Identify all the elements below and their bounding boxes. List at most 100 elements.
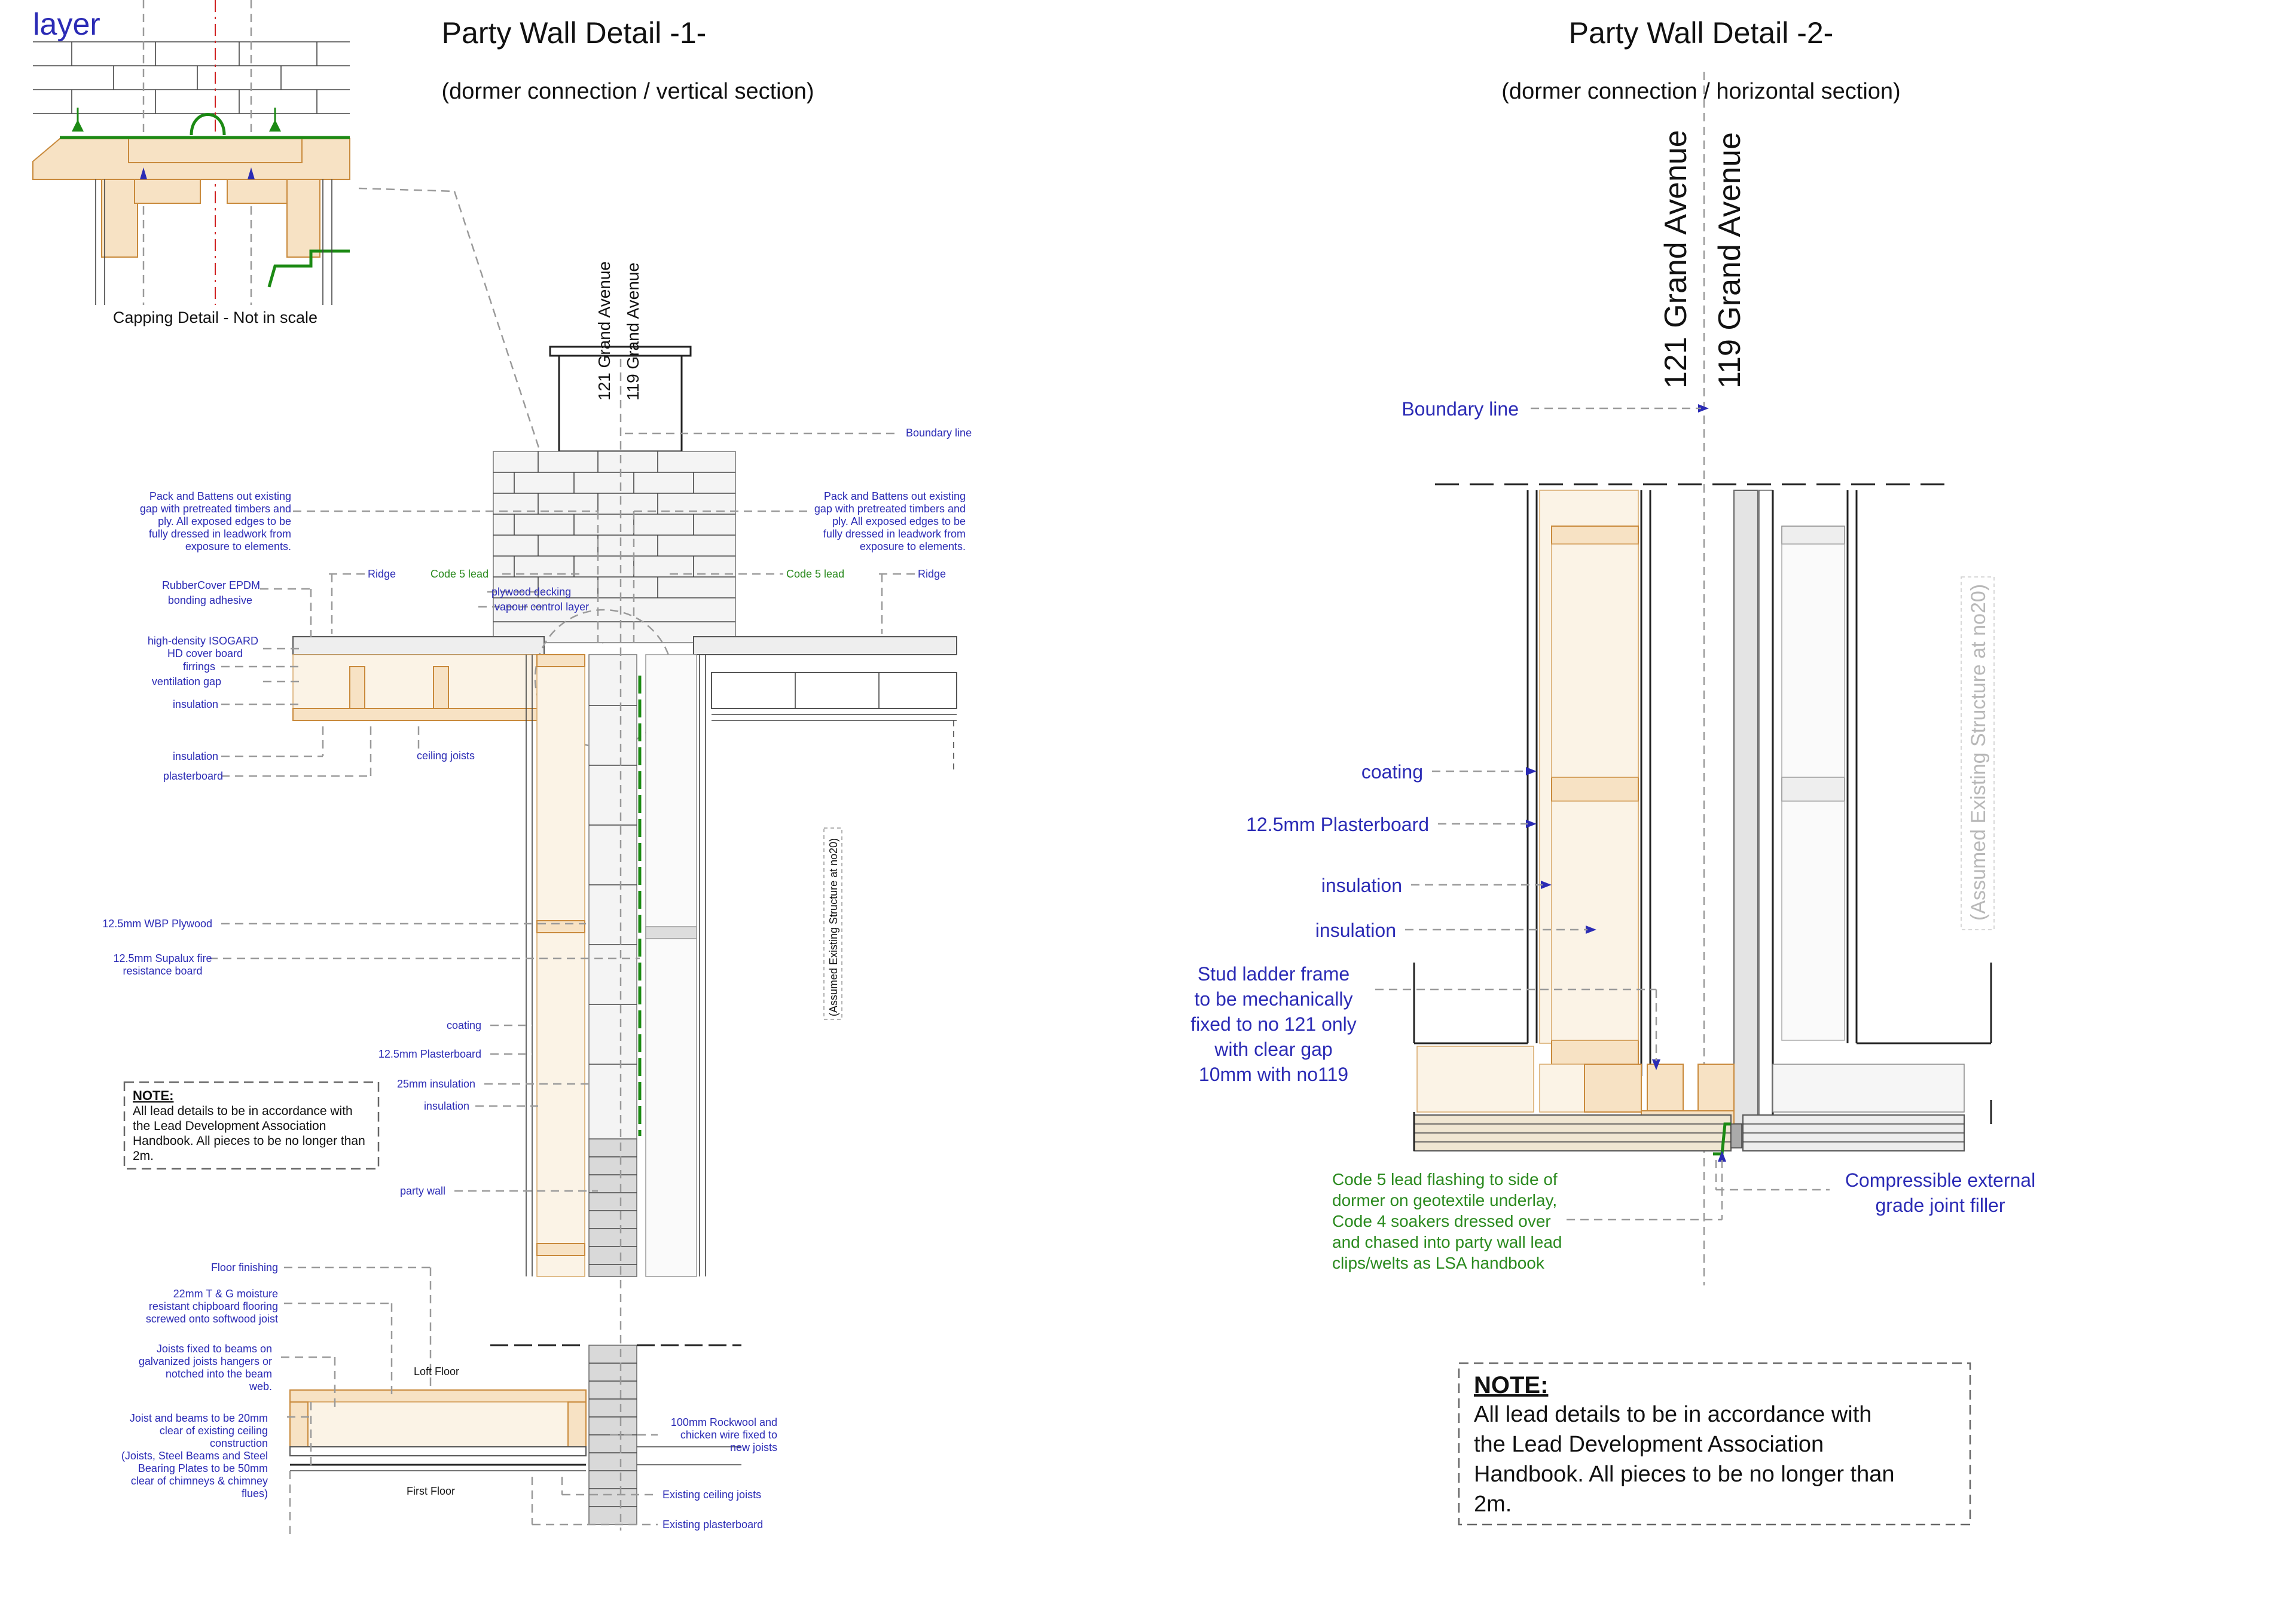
- svg-text:ply. All exposed edges to be: ply. All exposed edges to be: [832, 515, 966, 527]
- d1-first-floor: First Floor: [407, 1485, 455, 1497]
- svg-text:high-density ISOGARD: high-density ISOGARD: [148, 635, 258, 647]
- svg-text:Joist and beams to be 20m: Joist and beams to be 20mm: [130, 1412, 268, 1424]
- svg-text:Pack and Battens out existing: Pack and Battens out existing: [824, 490, 966, 502]
- svg-text:Handbook. All pieces to be no: Handbook. All pieces to be no longer tha…: [1474, 1462, 1895, 1487]
- svg-text:NOTE:: NOTE:: [1474, 1372, 1548, 1398]
- svg-text:new joists: new joists: [730, 1441, 777, 1453]
- d1-pack-right: Pack and Battens out existing gap with p…: [814, 490, 966, 552]
- d1-coating: coating: [447, 1019, 481, 1031]
- svg-text:gap with pretreated timbers an: gap with pretreated timbers and: [814, 503, 966, 515]
- svg-text:galvanized joists hangers or: galvanized joists hangers or: [139, 1355, 272, 1367]
- d1-wbp-plywood: 12.5mm WBP Plywood: [102, 918, 212, 930]
- d1-joists-fixed: Joists fixed to beams on galvanized jois…: [139, 1343, 272, 1392]
- d1-supalux: 12.5mm Supalux fire resistance board: [113, 952, 212, 977]
- svg-text:NOTE:: NOTE:: [133, 1088, 173, 1103]
- d1-insulation-2: insulation: [173, 750, 218, 762]
- d1-code5-right: Code 5 lead: [786, 568, 844, 580]
- svg-text:clear of chimneys & chimne: clear of chimneys & chimney: [131, 1475, 268, 1487]
- detail2-addr-119: 119 Grand Avenue: [1712, 132, 1747, 389]
- d1-party-wall: party wall: [400, 1185, 445, 1197]
- svg-text:10mm with no119: 10mm with no119: [1199, 1064, 1348, 1085]
- d1-ceiling-joists: ceiling joists: [417, 750, 475, 762]
- svg-text:exposure to elements.: exposure to elements.: [860, 540, 966, 552]
- svg-text:2m.: 2m.: [1474, 1492, 1512, 1517]
- svg-text:resistance board: resistance board: [123, 965, 202, 977]
- detail2-subtitle: (dormer connection / horizontal section): [1501, 79, 1900, 104]
- d1-ventilation-gap: ventilation gap: [152, 676, 221, 688]
- detail2-leaders: [1375, 407, 1830, 1221]
- svg-text:clear of existing ceilin: clear of existing ceiling: [160, 1425, 268, 1437]
- d1-floor-finishing: Floor finishing: [211, 1261, 278, 1273]
- svg-text:fully dressed in leadwork from: fully dressed in leadwork from: [149, 528, 291, 540]
- svg-text:flues): flues): [242, 1487, 268, 1499]
- svg-text:100mm Rockwool and: 100mm Rockwool and: [671, 1416, 777, 1428]
- svg-text:22mm T & G moisture: 22mm T & G moisture: [173, 1288, 278, 1300]
- d1-pack-left: Pack and Battens out existing gap with p…: [140, 490, 291, 552]
- d1-rockwool: 100mm Rockwool and chicken wire fixed to…: [671, 1416, 777, 1453]
- d1-existing-plasterboard: Existing plasterboard: [662, 1519, 763, 1531]
- svg-text:dormer on geotextile underlay,: dormer on geotextile underlay,: [1332, 1191, 1557, 1209]
- d1-plasterboard: plasterboard: [163, 770, 223, 782]
- d1-existing-joists: Existing ceiling joists: [662, 1489, 761, 1501]
- d1-code5-left: Code 5 lead: [430, 568, 488, 580]
- svg-text:2m.: 2m.: [133, 1149, 154, 1163]
- detail2-assumed-structure: (Assumed Existing Structure at no20): [1967, 584, 1990, 921]
- d1-joist-beams: Joist and beams to be 20mm clear of exis…: [121, 1412, 268, 1499]
- svg-text:All lead details to be in acco: All lead details to be in accordance wit…: [133, 1104, 353, 1118]
- detail1-leaders: [209, 432, 915, 1539]
- d2-boundary-label: Boundary line: [1402, 398, 1519, 420]
- d1-firrings: firrings: [183, 661, 215, 673]
- corner-layer-label: layer: [33, 7, 100, 42]
- capping-caption: Capping Detail - Not in scale: [113, 308, 317, 326]
- svg-text:Compressible external: Compressible external: [1845, 1169, 2035, 1191]
- d2-insulation-2: insulation: [1315, 920, 1396, 941]
- svg-text:Code 4 soakers dressed over: Code 4 soakers dressed over: [1332, 1212, 1551, 1230]
- d1-insulation-3: insulation: [424, 1100, 469, 1112]
- svg-text:Bearing Plates to be 50mm: Bearing Plates to be 50mm: [138, 1462, 268, 1474]
- svg-text:with clear gap: with clear gap: [1214, 1038, 1332, 1060]
- d2-plasterboard: 12.5mm Plasterboard: [1246, 814, 1429, 835]
- svg-text:gap with pretreated timbers an: gap with pretreated timbers and: [140, 503, 291, 515]
- svg-text:chicken wire fixed to: chicken wire fixed to: [680, 1429, 777, 1441]
- d1-insulation-1: insulation: [173, 698, 218, 710]
- d1-ins-25: 25mm insulation: [397, 1078, 475, 1090]
- d2-coating: coating: [1361, 761, 1423, 783]
- svg-text:the Lead Development Ass: the Lead Development Association: [1474, 1432, 1824, 1457]
- detail2-title: Party Wall Detail -2-: [1569, 16, 1834, 50]
- d1-boundary-label: Boundary line: [906, 427, 972, 439]
- svg-text:All lead details to be in acco: All lead details to be in accordance wit…: [1474, 1402, 1871, 1427]
- d2-insulation-1: insulation: [1321, 875, 1402, 896]
- svg-text:grade joint filler: grade joint filler: [1876, 1195, 2005, 1216]
- svg-text:clips/welts as LSA handbook: clips/welts as LSA handbook: [1332, 1254, 1545, 1272]
- detail1-subtitle: (dormer connection / vertical section): [441, 79, 814, 104]
- d1-loft-floor: Loft Floor: [414, 1366, 459, 1377]
- d1-chipboard: 22mm T & G moisture resistant chipboard …: [146, 1288, 278, 1325]
- detail1-addr-121: 121 Grand Avenue: [595, 261, 613, 401]
- svg-text:screwed onto softwood joist: screwed onto softwood joist: [146, 1313, 278, 1325]
- detail2-addr-121: 121 Grand Avenue: [1659, 130, 1693, 389]
- detail2-section-drawing: [1413, 72, 1992, 1285]
- d1-ridge-left: Ridge: [368, 568, 396, 580]
- detail1-addr-119: 119 Grand Avenue: [624, 262, 642, 401]
- svg-text:fixed to no 121 only: fixed to no 121 only: [1190, 1013, 1357, 1035]
- svg-text:notched into the beam: notched into the beam: [166, 1368, 272, 1380]
- detail1-section-drawing: [289, 346, 957, 1531]
- svg-text:exposure to elements.: exposure to elements.: [185, 540, 291, 552]
- d1-rubbercover: RubberCover EPDM bonding adhesive: [162, 579, 260, 606]
- d1-ridge-right: Ridge: [918, 568, 946, 580]
- svg-text:RubberCover EPDM: RubberCover EPDM: [162, 579, 260, 591]
- svg-text:to be mechanically: to be mechanically: [1194, 988, 1352, 1010]
- svg-text:HD cover board: HD cover board: [167, 647, 243, 659]
- svg-text:construction: construction: [210, 1437, 268, 1449]
- d2-stud-ladder: Stud ladder frame to be mechanically fix…: [1190, 963, 1357, 1085]
- svg-text:Joists fixed to beams on: Joists fixed to beams on: [157, 1343, 272, 1355]
- d1-vapour-layer: vapour control layer: [494, 601, 589, 613]
- detail1-assumed-structure: (Assumed Existing Structure at no20): [828, 838, 839, 1016]
- svg-text:the Lead Development Ass: the Lead Development Association: [133, 1119, 326, 1133]
- d1-isogard: high-density ISOGARD HD cover board: [148, 635, 258, 659]
- svg-text:resistant chipboard flooring: resistant chipboard flooring: [149, 1300, 278, 1312]
- svg-text:ply. All exposed edges to be: ply. All exposed edges to be: [158, 515, 291, 527]
- detail1-title: Party Wall Detail -1-: [442, 16, 707, 50]
- detail1-note: NOTE: All lead details to be in accordan…: [123, 1081, 380, 1170]
- capping-detail-inset: [32, 0, 350, 305]
